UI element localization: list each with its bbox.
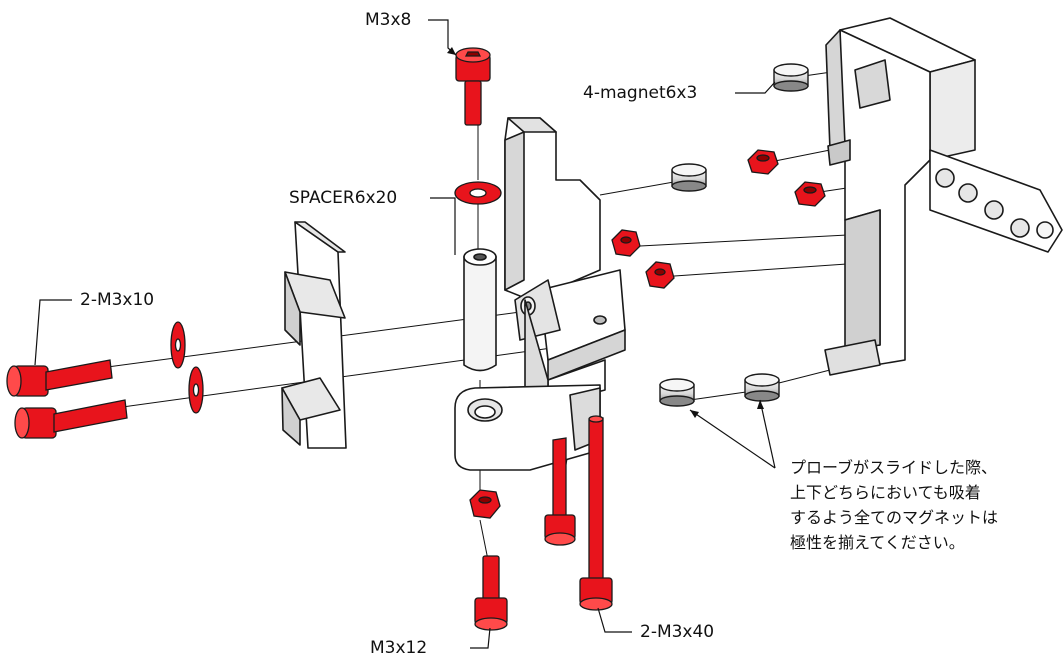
magnet-low-right xyxy=(744,373,780,402)
note-line-3: するよう全てのマグネットは xyxy=(790,508,999,527)
screw-m3x40-b xyxy=(579,415,613,611)
nut-4 xyxy=(645,261,675,289)
screw-m3x10-a xyxy=(6,359,113,397)
central-carriage xyxy=(504,117,626,406)
left-end-plate xyxy=(281,221,347,449)
label-m3x8: M3x8 xyxy=(365,10,412,30)
label-m3x12: M3x12 xyxy=(370,638,428,658)
leader-arrowheads xyxy=(447,47,764,418)
nut-3 xyxy=(611,229,641,257)
screw-m3x8 xyxy=(455,47,491,126)
magnet-mid xyxy=(671,163,707,192)
label-m3x10: 2-M3x10 xyxy=(80,290,155,310)
magnet-polarity-note: プローブがスライドした際、 上下どちらにおいても吸着 するよう全てのマグネットは… xyxy=(790,455,998,555)
screw-m3x10-b xyxy=(14,399,128,439)
nut-2 xyxy=(794,181,826,207)
spacer-tube xyxy=(463,248,497,372)
washers-left xyxy=(170,321,204,414)
screw-m3x40-a xyxy=(544,437,576,546)
screw-m3x12 xyxy=(474,555,508,631)
note-line-2: 上下どちらにおいても吸着 xyxy=(790,483,981,502)
label-magnets: 4-magnet6x3 xyxy=(583,83,698,103)
hardware-red xyxy=(6,47,826,631)
nut-bottom xyxy=(469,489,501,519)
washer-top xyxy=(454,181,502,205)
label-m3x40: 2-M3x40 xyxy=(640,622,715,642)
assembly-lines xyxy=(99,64,906,586)
note-line-4: 極性を揃えてください。 xyxy=(790,533,965,552)
note-line-1: プローブがスライドした際、 xyxy=(790,458,998,477)
magnet-low-left xyxy=(659,378,695,407)
magnets xyxy=(659,63,809,407)
magnet-top-right xyxy=(773,63,809,92)
lower-clamp-block xyxy=(454,384,601,471)
leader-lines xyxy=(34,19,776,649)
label-spacer: SPACER6x20 xyxy=(289,188,398,208)
right-frame xyxy=(824,17,1063,376)
nut-1 xyxy=(747,149,779,175)
